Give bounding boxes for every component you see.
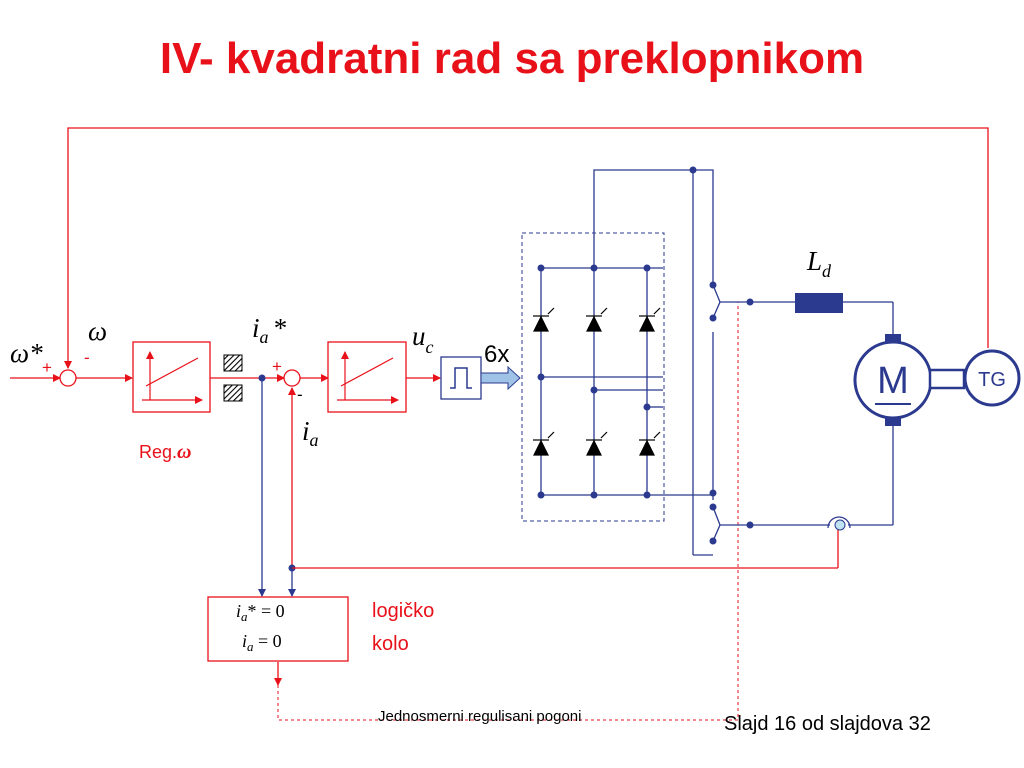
logic-block — [207, 596, 349, 662]
sum2-plus-sign: + — [272, 357, 282, 376]
motor-label: M — [877, 360, 909, 402]
thyristors — [533, 307, 661, 456]
omega-label: ω — [88, 316, 107, 346]
bridge-nodes — [537, 264, 651, 499]
inductor-ld — [795, 293, 843, 313]
pulse-count-label: 6x — [484, 341, 509, 368]
speed-regulator-block — [132, 341, 211, 413]
tachogenerator-label: TG — [978, 369, 1006, 391]
current-feedback-line — [288, 530, 839, 597]
thyristor-bridge — [540, 267, 713, 496]
reversing-switch — [593, 169, 894, 556]
pulse-generator-block — [440, 356, 482, 400]
hatched-switch-bottom — [223, 384, 243, 402]
reference-tap-line — [258, 374, 266, 597]
uc-label: uc — [412, 321, 434, 357]
summing-junction-current — [283, 369, 301, 387]
sum1-plus-sign: + — [42, 358, 52, 377]
summing-junction-speed — [59, 369, 77, 387]
switch-contacts — [689, 166, 754, 545]
tachogenerator — [963, 349, 1021, 407]
footer-text: Jednosmerni regulisani pogoni — [378, 708, 582, 725]
logic-condition-1: ia* = 0 — [236, 601, 285, 624]
pulses-arrow — [480, 365, 521, 391]
omega-ref-label: ω* — [10, 338, 43, 368]
logic-label-line2: kolo — [372, 633, 409, 655]
sum2-minus-sign: - — [297, 385, 303, 404]
dc-motor — [853, 334, 933, 426]
switch-control-line — [277, 302, 739, 721]
speed-regulator-label: Reg.ω — [139, 441, 192, 463]
logic-label-line1: logičko — [372, 600, 434, 622]
hatched-switch-top — [223, 354, 243, 372]
thyristor-bridge-outline — [521, 232, 665, 522]
current-regulator-block — [327, 341, 407, 413]
sum1-minus-sign: - — [84, 348, 90, 367]
slide-number: Slajd 16 od slajdova 32 — [724, 713, 931, 735]
signal-lines — [10, 127, 989, 686]
slide-title: IV- kvadratni rad sa preklopnikom — [159, 34, 865, 83]
motor-shaft — [928, 368, 966, 390]
current-sensor — [827, 516, 851, 531]
ld-label: Ld — [806, 246, 832, 281]
ia-label: ia — [302, 416, 319, 450]
logic-condition-2: ia = 0 — [242, 631, 282, 654]
ia-ref-label: ia* — [252, 313, 287, 347]
